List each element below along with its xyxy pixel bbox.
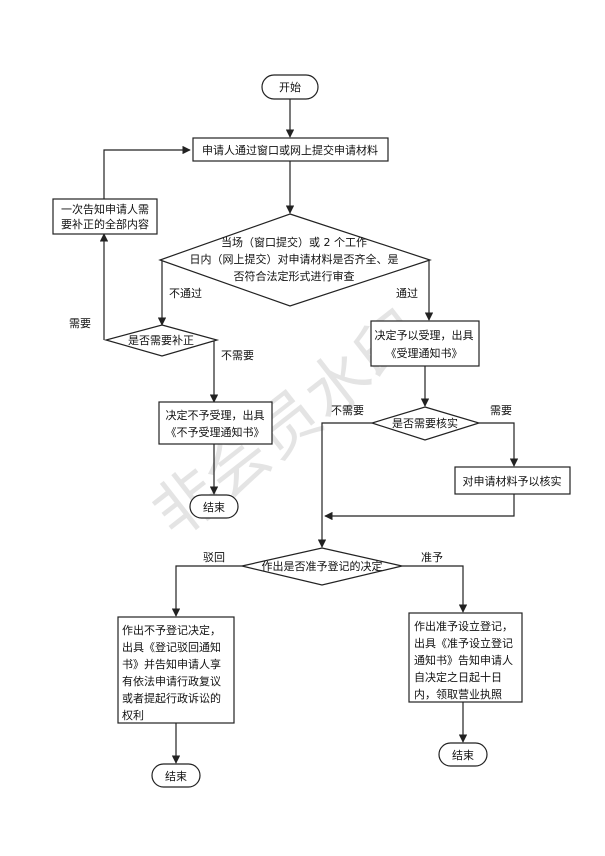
edge-label-rejected: 驳回 [203, 551, 225, 564]
grant-node: 作出准予设立登记， 出具《准予设立登记 通知书》告知申请人 自决定之日起十日 内… [408, 612, 523, 703]
edge-label-pass: 通过 [396, 287, 418, 300]
deny-label-line2: 出具《登记驳回通知 [122, 640, 221, 654]
edge-decide-grant [402, 565, 468, 613]
deny-label-line4: 有依法申请行政复议 [122, 674, 221, 688]
grant-label-line4: 自决定之日起十日 [414, 670, 502, 684]
accept-label-line1: 决定予以受理，出具 [375, 328, 474, 342]
grant-label-line5: 内，领取营业执照 [414, 687, 502, 701]
reject-label-line2: 《不予受理通知书》 [166, 425, 265, 439]
grant-label-line2: 出具《准予设立登记 [414, 636, 513, 650]
verify-label: 对申请材料予以核实 [463, 474, 562, 488]
end3-label: 结束 [452, 749, 474, 762]
reject-label-line1: 决定不予受理，出具 [166, 408, 265, 422]
deny-label-line5: 或者提起行政诉讼的 [122, 691, 221, 705]
edge-verify-merge [324, 494, 515, 521]
end3-node: 结束 [438, 742, 488, 767]
review-label-line1: 当场（窗口提交）或 2 个工作 [221, 235, 367, 249]
end2-node: 结束 [151, 763, 201, 788]
deny-node: 作出不予登记决定， 出具《登记驳回通知 书》并告知申请人享 有依法申请行政复议 … [117, 616, 235, 724]
accept-label-line2: 《受理通知书》 [386, 346, 463, 360]
deny-label-line1: 作出不予登记决定， [122, 623, 221, 637]
end1-label: 结束 [203, 501, 225, 514]
grant-label-line1: 作出准予设立登记， [414, 619, 513, 633]
submit-label: 申请人通过窗口或网上提交申请材料 [202, 143, 378, 157]
deny-label-line6: 权利 [122, 709, 144, 722]
notify-label-line1: 一次告知申请人需 [61, 202, 149, 216]
need-fix-decision: 是否需要补正 [103, 324, 220, 357]
start-label: 开始 [279, 80, 301, 94]
deny-label-line3: 书》并告知申请人享 [122, 657, 221, 671]
edge-label-verify-not-needed: 不需要 [331, 404, 364, 417]
verify-node: 对申请材料予以核实 [454, 466, 571, 495]
need-verify-label: 是否需要核实 [392, 416, 458, 430]
review-decision: 当场（窗口提交）或 2 个工作 日内（网上提交）对申请材料是否齐全、是 否符合法… [158, 213, 432, 307]
decide-decision: 作出是否准予登记的决定 [241, 547, 403, 586]
edge-label-needed: 需要 [69, 317, 91, 330]
notify-node: 一次告知申请人需 要补正的全部内容 [52, 198, 158, 235]
decide-label: 作出是否准予登记的决定 [262, 559, 383, 573]
end1-node: 结束 [189, 494, 239, 519]
accept-node: 决定予以受理，出具 《受理通知书》 [370, 320, 480, 367]
edge-label-verify-needed: 需要 [490, 404, 512, 417]
notify-label-line2: 要补正的全部内容 [61, 217, 149, 231]
start-node: 开始 [261, 74, 319, 100]
edge-label-granted: 准予 [421, 551, 443, 564]
edge-label-not-needed: 不需要 [221, 349, 254, 362]
edge-notify-submit [103, 145, 191, 199]
review-label-line2: 日内（网上提交）对申请材料是否齐全、是 [190, 252, 399, 266]
edge-label-fail: 不通过 [169, 287, 202, 300]
grant-label-line3: 通知书》告知申请人 [414, 653, 513, 667]
need-verify-decision: 是否需要核实 [369, 406, 482, 441]
review-label-line3: 否符合法定形式进行审查 [234, 269, 355, 283]
edge-decide-deny [171, 565, 242, 617]
submit-node: 申请人通过窗口或网上提交申请材料 [192, 137, 389, 162]
end2-label: 结束 [165, 770, 187, 783]
edge-verifyq-verify [479, 422, 519, 467]
reject-node: 决定不予受理，出具 《不予受理通知书》 [158, 401, 273, 445]
need-fix-label: 是否需要补正 [128, 334, 194, 347]
edge-verifyq-decide [317, 422, 372, 548]
